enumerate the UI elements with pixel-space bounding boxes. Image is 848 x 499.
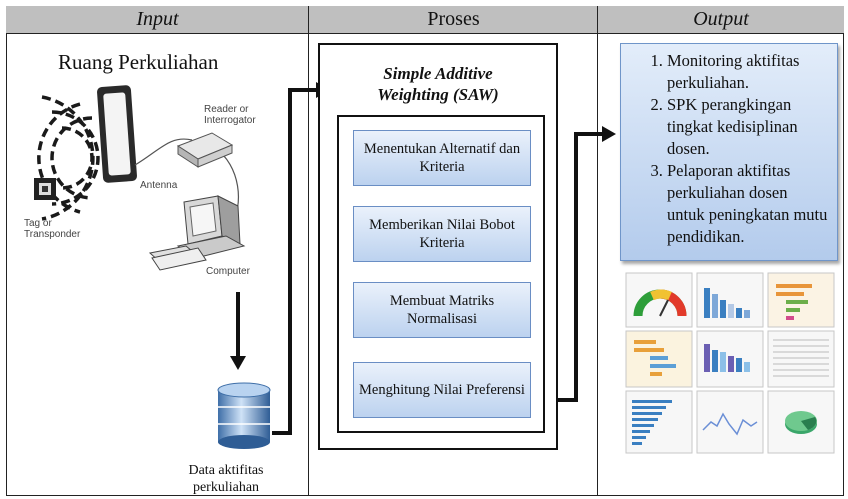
tag-label: Tag or Transponder: [24, 218, 81, 240]
database-icon: [217, 382, 271, 449]
rfid-tag-icon: [34, 178, 56, 200]
output-item: Monitoring aktifitas perkuliahan.: [667, 50, 829, 94]
room-title: Ruang Perkuliahan: [58, 50, 219, 74]
header-output: Output: [598, 6, 844, 34]
step-box: Menentukan Alternatif dan Kriteria: [353, 130, 531, 186]
saw-steps-container: [337, 115, 545, 433]
saw-title-line1: Simple Additive: [383, 64, 493, 83]
output-list-box: Monitoring aktifitas perkuliahan. SPK pe…: [620, 43, 838, 261]
step-box: Menghitung Nilai Preferensi: [353, 362, 531, 418]
column-divider-1: [308, 6, 309, 496]
header-output-label: Output: [693, 8, 749, 30]
header-input: Input: [6, 6, 309, 34]
database-caption: Data aktifitas perkuliahan: [188, 463, 264, 495]
reader-device-icon: [176, 132, 234, 168]
column-divider-2: [597, 6, 598, 496]
reader-label: Reader or Interrogator: [204, 104, 256, 126]
output-item: SPK perangkingan tingkat kedisiplinan do…: [667, 94, 829, 160]
rfid-waves-icon: [37, 95, 100, 221]
header-input-label: Input: [136, 8, 179, 30]
saw-title: Simple Additive Weighting (SAW): [318, 63, 558, 105]
output-item: Pelaporan aktifitas perkuliahan dosen un…: [667, 160, 829, 248]
header-proses-label: Proses: [427, 8, 480, 30]
step-box: Memberikan Nilai Bobot Kriteria: [353, 206, 531, 262]
antenna-label: Antenna: [140, 180, 178, 191]
header-proses: Proses: [309, 6, 598, 34]
dashboard-thumbnails: [625, 272, 835, 454]
step-box: Membuat Matriks Normalisasi: [353, 282, 531, 338]
output-list: Monitoring aktifitas perkuliahan. SPK pe…: [621, 50, 837, 248]
computer-label: Computer: [206, 266, 250, 277]
antenna-icon: [97, 85, 137, 183]
computer-icon: [148, 195, 246, 271]
saw-title-line2: Weighting (SAW): [377, 85, 499, 104]
